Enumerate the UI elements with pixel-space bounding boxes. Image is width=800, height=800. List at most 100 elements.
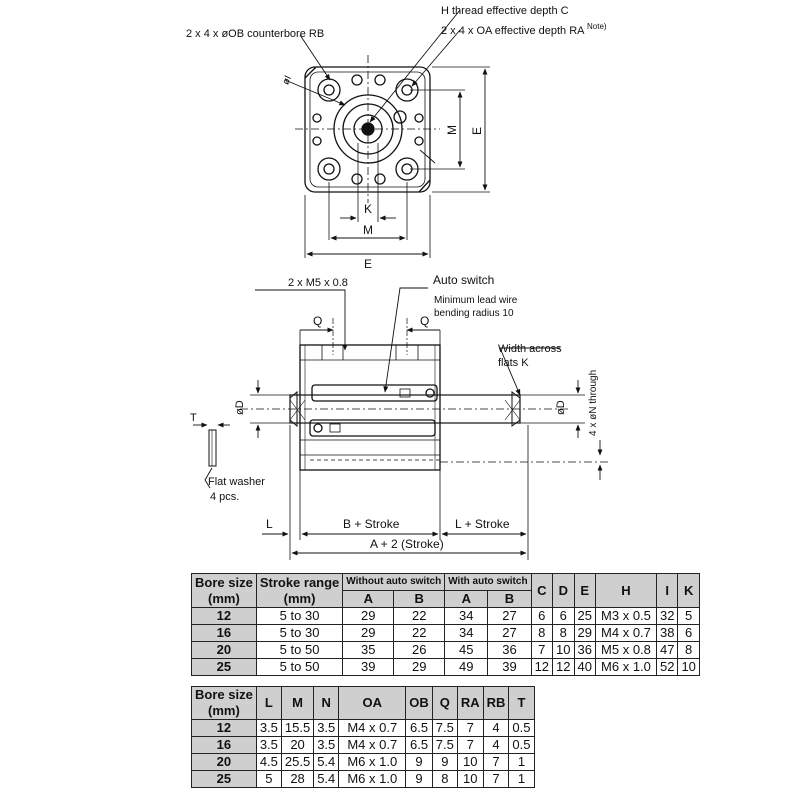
table-cell: 52	[655, 658, 679, 676]
table-cell: M3 x 0.5	[594, 607, 657, 625]
table-cell: 47	[655, 641, 679, 659]
table-cell: 3.5	[255, 719, 282, 737]
table2-header-q: Q	[431, 686, 458, 720]
table-cell: 10	[552, 641, 575, 659]
table1-header-e: E	[573, 573, 596, 608]
table-cell: 26	[393, 641, 446, 659]
table1-header-a1: A	[342, 590, 395, 608]
table-row: 20 4.5 25.5 5.4 M6 x 1.0 9 9 10 7 1	[191, 753, 535, 771]
table-row: 16 5 to 30 29 22 34 27 8 8 29 M4 x 0.7 3…	[191, 624, 700, 642]
table-cell: 9	[431, 753, 458, 771]
table-cell: 8	[677, 641, 700, 659]
table-cell: 29	[393, 658, 446, 676]
label-m-bottom: M	[363, 223, 373, 237]
table2-header-l: L	[255, 686, 282, 720]
table-cell: 5 to 50	[255, 658, 344, 676]
table-cell: 20	[280, 736, 315, 754]
side-view	[193, 287, 610, 560]
table1-h-bore: Bore size	[195, 574, 253, 590]
table-cell: 34	[444, 607, 489, 625]
table-cell: 8	[552, 624, 575, 642]
table-cell: M6 x 1.0	[594, 658, 657, 676]
table-cell: 7	[482, 753, 510, 771]
table-cell: 9	[405, 753, 433, 771]
label-thread: H thread effective depth C	[441, 5, 569, 17]
table1-header-i: I	[655, 573, 679, 608]
table-cell: 22	[393, 624, 446, 642]
table1-header-b1: B	[393, 590, 446, 608]
table-cell: 25	[191, 658, 257, 676]
table1-header-c: C	[530, 573, 554, 608]
table1-header-stroke: Stroke range(mm)	[255, 573, 344, 608]
table-cell: 8	[530, 624, 554, 642]
table-cell: 25	[191, 770, 257, 788]
table-cell: 5 to 50	[255, 641, 344, 659]
label-bending: bending radius 10	[434, 308, 514, 319]
table-cell: 10	[456, 770, 484, 788]
table-cell: 0.5	[508, 736, 535, 754]
label-n-through: 4 x øN through	[588, 370, 599, 436]
table-cell: M4 x 0.7	[594, 624, 657, 642]
end-view	[284, 9, 490, 258]
table-cell: 25.5	[280, 753, 315, 771]
table-cell: 22	[393, 607, 446, 625]
label-flat-washer: Flat washer	[208, 476, 265, 488]
table-cell: 1	[508, 753, 535, 771]
table-row: 20 5 to 50 35 26 45 36 7 10 36 M5 x 0.8 …	[191, 641, 700, 659]
table-cell: 12	[552, 658, 575, 676]
table-cell: 36	[487, 641, 532, 659]
table-cell: 34	[444, 624, 489, 642]
table-cell: 3.5	[255, 736, 282, 754]
label-flats: flats K	[498, 357, 529, 369]
label-k: K	[364, 202, 372, 216]
table-cell: M5 x 0.8	[594, 641, 657, 659]
table-cell: 9	[405, 770, 433, 788]
table-cell: 45	[444, 641, 489, 659]
table1-header-a2: A	[444, 590, 489, 608]
table-cell: 5 to 30	[255, 624, 344, 642]
table2-header-n: N	[313, 686, 340, 720]
table1-header-bore: Bore size(mm)	[191, 573, 257, 608]
label-m-right: M	[445, 125, 459, 135]
table-cell: 7	[456, 719, 484, 737]
label-min-lead: Minimum lead wire	[434, 295, 518, 306]
table-cell: 5	[677, 607, 700, 625]
table-cell: 7	[482, 770, 510, 788]
table-cell: 15.5	[280, 719, 315, 737]
label-d-right: øD	[555, 400, 567, 415]
label-m5: 2 x M5 x 0.8	[288, 277, 348, 289]
table-cell: 6	[677, 624, 700, 642]
table2-h-bore-unit: (mm)	[208, 703, 240, 718]
table1-h-bore-unit: (mm)	[208, 590, 240, 606]
table-cell: 7	[530, 641, 554, 659]
table-row: 12 3.5 15.5 3.5 M4 x 0.7 6.5 7.5 7 4 0.5	[191, 719, 535, 737]
table2-header-ob: OB	[405, 686, 433, 720]
table-cell: 29	[573, 624, 596, 642]
table-cell: 16	[191, 736, 257, 754]
table-cell: M4 x 0.7	[338, 719, 407, 737]
table2-header-rb: RB	[482, 686, 510, 720]
table1-h-stroke-unit: (mm)	[283, 590, 316, 606]
table-cell: 10	[677, 658, 700, 676]
table-cell: 38	[655, 624, 679, 642]
label-width-across: Width across	[498, 343, 562, 355]
table-cell: 32	[655, 607, 679, 625]
table-cell: 12	[191, 607, 257, 625]
table-cell: 27	[487, 624, 532, 642]
cylinder-drawing: 2 x 4 x øOB counterbore RB H thread effe…	[186, 5, 610, 560]
table-cell: 8	[431, 770, 458, 788]
label-b-stroke: B + Stroke	[343, 517, 400, 531]
table-cell: M4 x 0.7	[338, 736, 407, 754]
table-cell: 7	[456, 736, 484, 754]
table-cell: 49	[444, 658, 489, 676]
table-cell: 0.5	[508, 719, 535, 737]
table-cell: 4	[482, 736, 510, 754]
table-cell: 3.5	[313, 719, 340, 737]
table-cell: 25	[573, 607, 596, 625]
label-auto-switch: Auto switch	[433, 273, 494, 287]
table-cell: M6 x 1.0	[338, 753, 407, 771]
table1-header-k: K	[677, 573, 700, 608]
table-cell: 4.5	[255, 753, 282, 771]
dimension-table-1: Bore size(mm) Stroke range(mm) Without a…	[191, 573, 700, 676]
label-q-left: Q	[313, 314, 322, 328]
